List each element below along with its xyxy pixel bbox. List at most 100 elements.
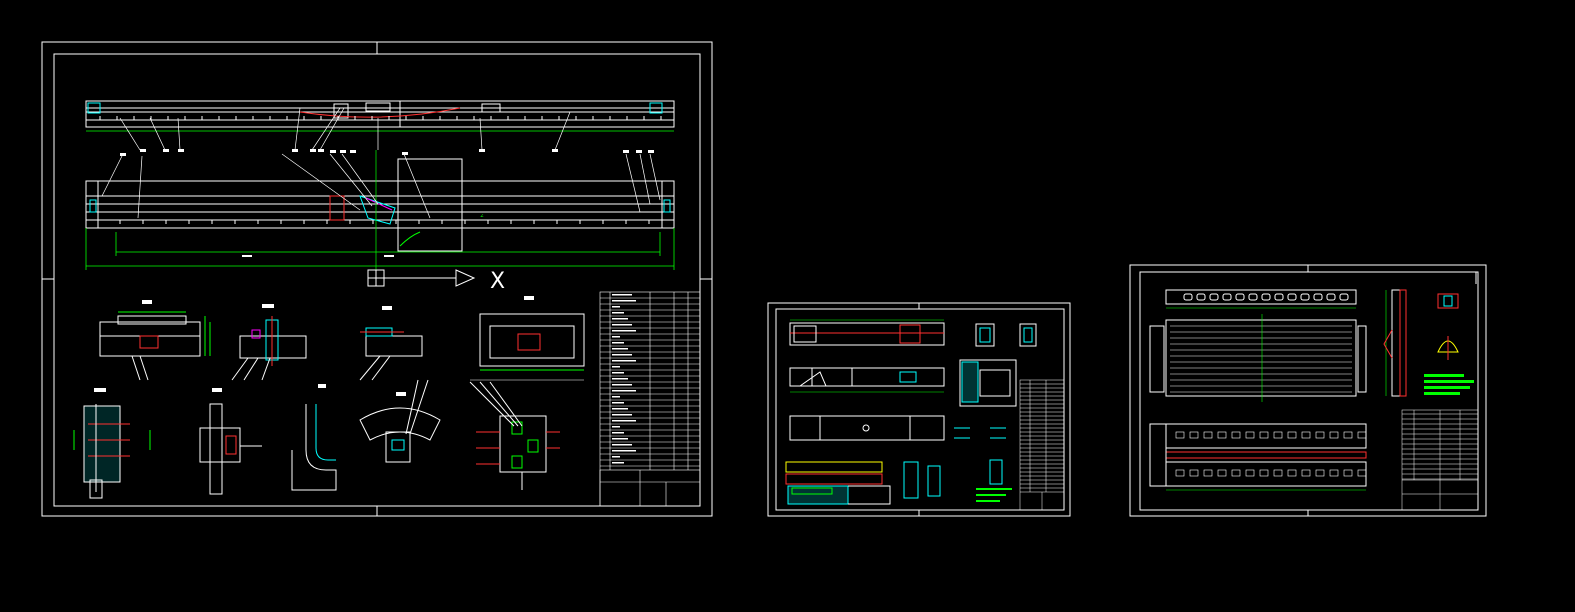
section-slot [1329,469,1339,477]
plate-slot [1287,293,1297,301]
parts-list-text [612,348,628,350]
section-slot [1259,469,1269,477]
sheet-1-parts-list[interactable] [599,291,701,507]
plate-slot [1183,293,1193,301]
section-view-b[interactable] [73,388,151,499]
overall-dimensions [85,228,675,270]
section-slot [1189,431,1199,439]
section-view-c[interactable] [199,388,262,495]
plate-slot [1326,293,1336,301]
section-slot [1203,469,1213,477]
parts-list-text [612,456,620,458]
sheet-1-inner-frame [53,53,701,507]
plate-slot [1261,293,1271,301]
front-view-long-frame[interactable]: ∠ [85,150,675,270]
sheet-2-main-view[interactable] [789,319,945,346]
parts-list-text [612,354,632,356]
front-view-leaders [101,153,661,219]
sheet-2-section-view[interactable] [785,461,891,505]
plate-slot [1209,293,1219,301]
parts-list-text [612,426,620,428]
section-slot [1343,431,1353,439]
sheet-1-outer-frame [41,41,713,517]
parts-list-text [612,360,636,362]
manifold-block-view[interactable] [469,381,560,490]
parts-list-text [612,408,628,410]
section-slot [1189,469,1199,477]
ucs-icon [367,269,476,287]
section-slot [1315,469,1325,477]
plate-slot [1248,293,1258,301]
section-slot [1217,431,1227,439]
ucs-x-label: X [490,269,505,294]
sheet-3-top-view[interactable] [1165,289,1357,309]
sheet-2-side-view[interactable] [789,367,945,393]
section-slot [1259,431,1269,439]
top-view-long-frame[interactable] [85,100,675,132]
sheet-2-bottom-view[interactable] [789,415,945,441]
plate-slot [1274,293,1284,301]
parts-list-text [612,414,632,416]
section-slot [1315,431,1325,439]
section-slot [1203,431,1213,439]
detail-view-3[interactable] [359,306,423,381]
section-slot [1329,431,1339,439]
plate-slot [1235,293,1245,301]
parts-list-text [612,366,620,368]
section-slot [1245,431,1255,439]
section-slot [1287,469,1297,477]
parts-list-text [612,396,620,398]
elbow-fitting-view[interactable] [291,384,337,491]
parts-list-text [612,378,628,380]
parts-list-text [612,450,636,452]
sheet-3-parts-list[interactable] [1401,409,1479,511]
plate-slot [1313,293,1323,301]
section-slot [1301,469,1311,477]
parts-list-text [612,318,628,320]
parts-list-text [612,384,632,386]
sheet-2-parts-list[interactable] [1019,379,1065,511]
section-slot [1175,469,1185,477]
detail-view-1[interactable] [99,300,211,381]
sheet-3-outer-frame [1129,264,1487,517]
parts-list-text [612,432,624,434]
section-slot [1287,431,1297,439]
parts-list-text [612,336,620,338]
plate-slot [1222,293,1232,301]
parts-list-text [612,462,624,464]
section-slot [1245,469,1255,477]
section-slot [1357,469,1367,477]
section-slot [1357,431,1367,439]
svg-text:∠: ∠ [480,213,484,220]
leader-tags [120,149,654,156]
sheet-2-part-drawing[interactable] [767,302,1071,517]
parts-list-text [612,294,632,296]
parts-list-text [612,372,624,374]
section-slot [1231,469,1241,477]
parts-list-text [612,402,624,404]
detail-view-2[interactable] [231,304,307,381]
sheet-1-main-assembly[interactable]: ∠ [41,41,713,517]
parts-list-text [612,324,632,326]
section-view-d[interactable] [359,379,441,463]
section-slot [1273,469,1283,477]
parts-list-text [612,342,624,344]
parts-list-text [612,312,624,314]
parts-list-text [612,444,632,446]
top-view-leaders [119,107,571,151]
parts-list-text [612,438,628,440]
sheet-2-small-details[interactable] [903,323,1037,502]
detail-view-4[interactable] [470,296,585,381]
sheet-3-side-view[interactable] [1383,289,1407,397]
sheet-3-plate-view[interactable] [1149,314,1367,402]
section-slot [1301,431,1311,439]
parts-list-text [612,330,636,332]
sheet-3-plate-drawing[interactable] [1129,264,1487,517]
section-slot [1175,431,1185,439]
section-slot [1217,469,1227,477]
sheet-3-small-details[interactable] [1424,271,1477,395]
sheet-3-section-view[interactable] [1149,423,1367,491]
section-slot [1343,469,1353,477]
sheet-1-zone-marks [42,42,712,516]
